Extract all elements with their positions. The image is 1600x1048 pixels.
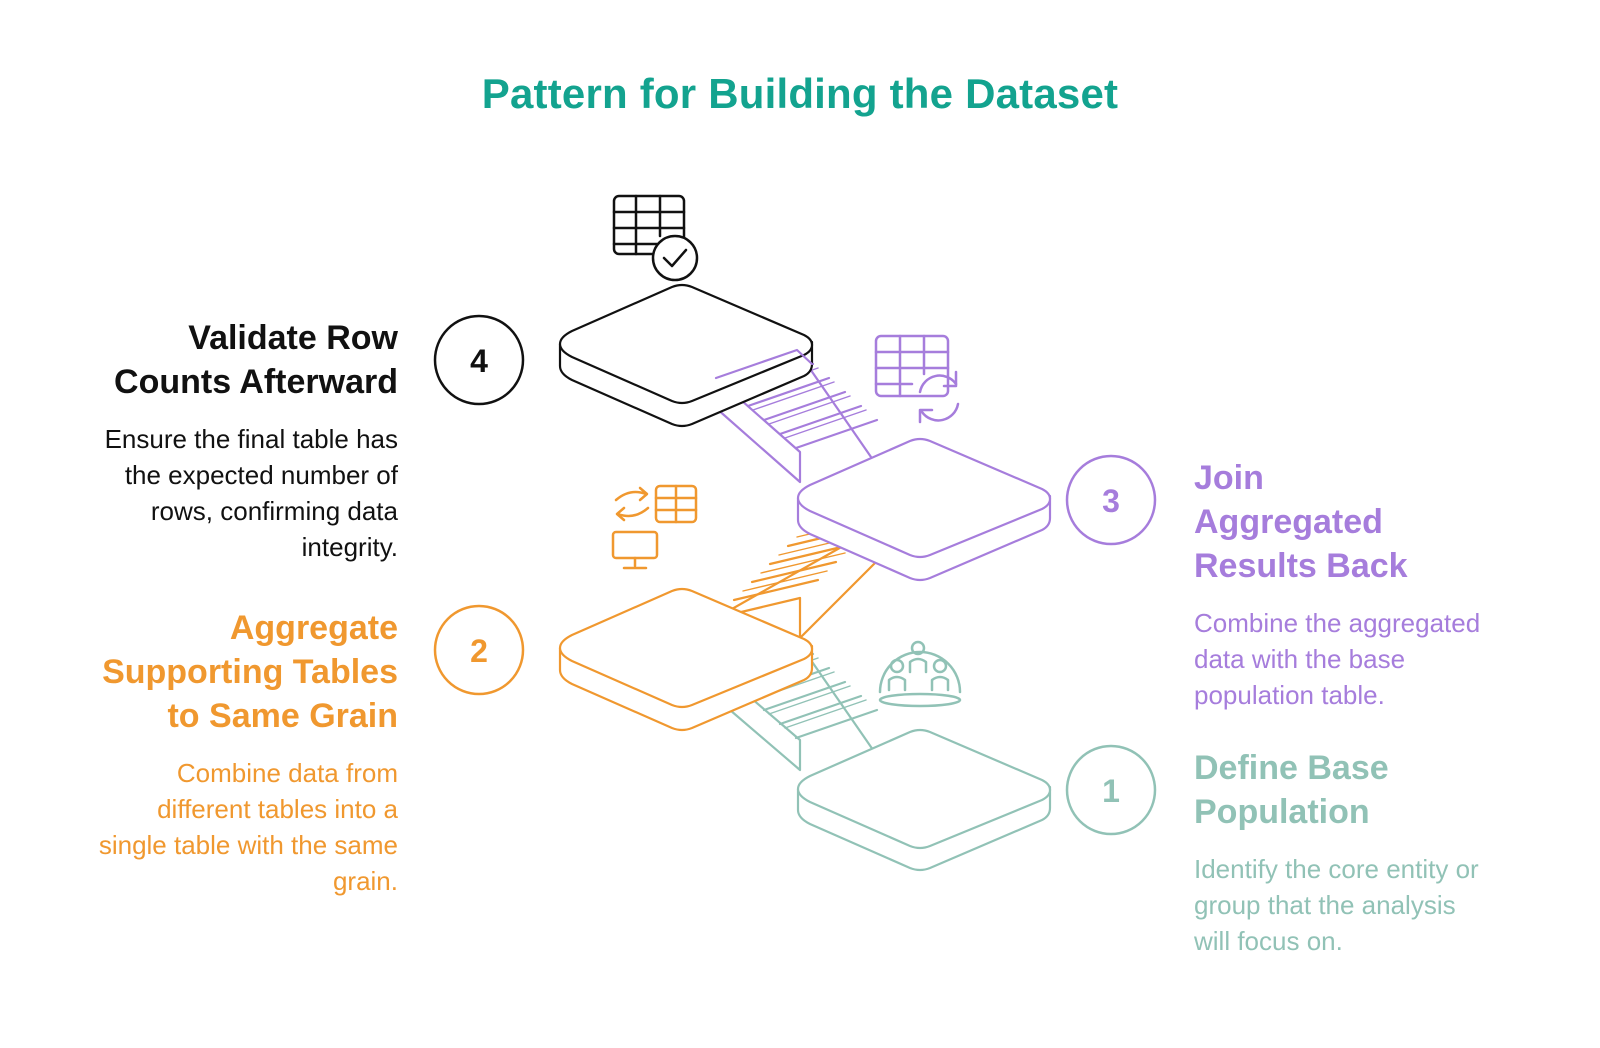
- step-2-heading: Aggregate Supporting Tables to Same Grai…: [102, 609, 398, 735]
- platform-1: [796, 728, 1052, 872]
- diagram-title: Pattern for Building the Dataset: [481, 70, 1119, 117]
- people-group-icon: [878, 640, 962, 708]
- step-1-circle: [1065, 744, 1157, 836]
- step-4-description: Ensure the final table has the expected …: [104, 424, 398, 562]
- step-2-circle: [433, 604, 525, 696]
- step-3-number: 3: [1102, 483, 1120, 519]
- step-2-number: 2: [470, 633, 488, 669]
- step-3-heading: Join Aggregated Results Back: [1194, 459, 1408, 585]
- step-4-circle: [433, 314, 525, 406]
- platform-3: [796, 437, 1052, 582]
- step-3-description: Combine the aggregated data with the bas…: [1194, 608, 1481, 710]
- step-1-description: Identify the core entity or group that t…: [1194, 854, 1479, 956]
- table-sync-icon: [874, 334, 960, 424]
- table-transfer-icon: [611, 484, 698, 570]
- table-check-icon: [612, 194, 699, 282]
- step-1-heading: Define Base Population: [1194, 749, 1389, 831]
- platform-2: [558, 587, 814, 732]
- step-3-circle: [1065, 454, 1157, 546]
- step-2-description: Combine data from different tables into …: [98, 758, 398, 896]
- platform-4: [558, 283, 814, 428]
- step-4-heading: Validate Row Counts Afterward: [114, 319, 398, 401]
- step-4-number: 4: [470, 343, 488, 379]
- step-1-number: 1: [1102, 773, 1120, 809]
